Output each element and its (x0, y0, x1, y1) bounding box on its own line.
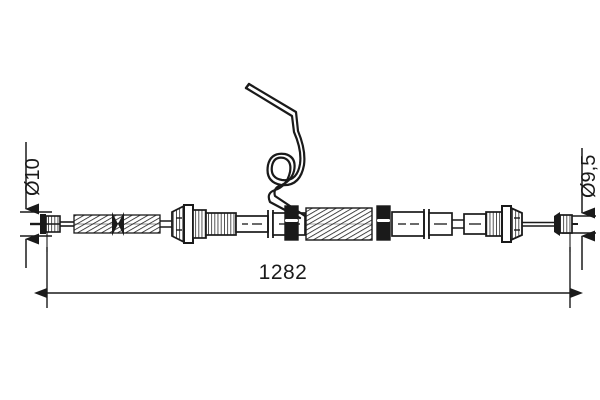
coil-spring-mid (305, 207, 373, 241)
dimension-length-label: 1282 (258, 261, 308, 284)
dimension-right-diameter (562, 148, 596, 270)
barrel-connector-left (171, 204, 207, 244)
sleeve-a (205, 212, 269, 236)
dimension-left-diameter (20, 142, 52, 268)
wire-retaining-clip (244, 82, 307, 220)
dimension-length (34, 247, 583, 308)
cable-end-nipple-left (30, 214, 76, 234)
cable-end-nipple-right (554, 212, 578, 236)
bare-wire-right (522, 221, 554, 227)
cable-run-left (160, 220, 172, 228)
witness-lines (46, 231, 571, 252)
coil-spring-left (73, 212, 161, 236)
sleeve-c (391, 209, 453, 239)
sleeve-d (452, 213, 487, 235)
dimension-left-diameter-label: Ø10 (22, 158, 44, 196)
retainer-block-right (376, 205, 391, 241)
dimension-right-diameter-label: Ø9,5 (578, 154, 600, 198)
brake-cable-assembly (30, 82, 578, 244)
barrel-connector-right (485, 205, 523, 243)
